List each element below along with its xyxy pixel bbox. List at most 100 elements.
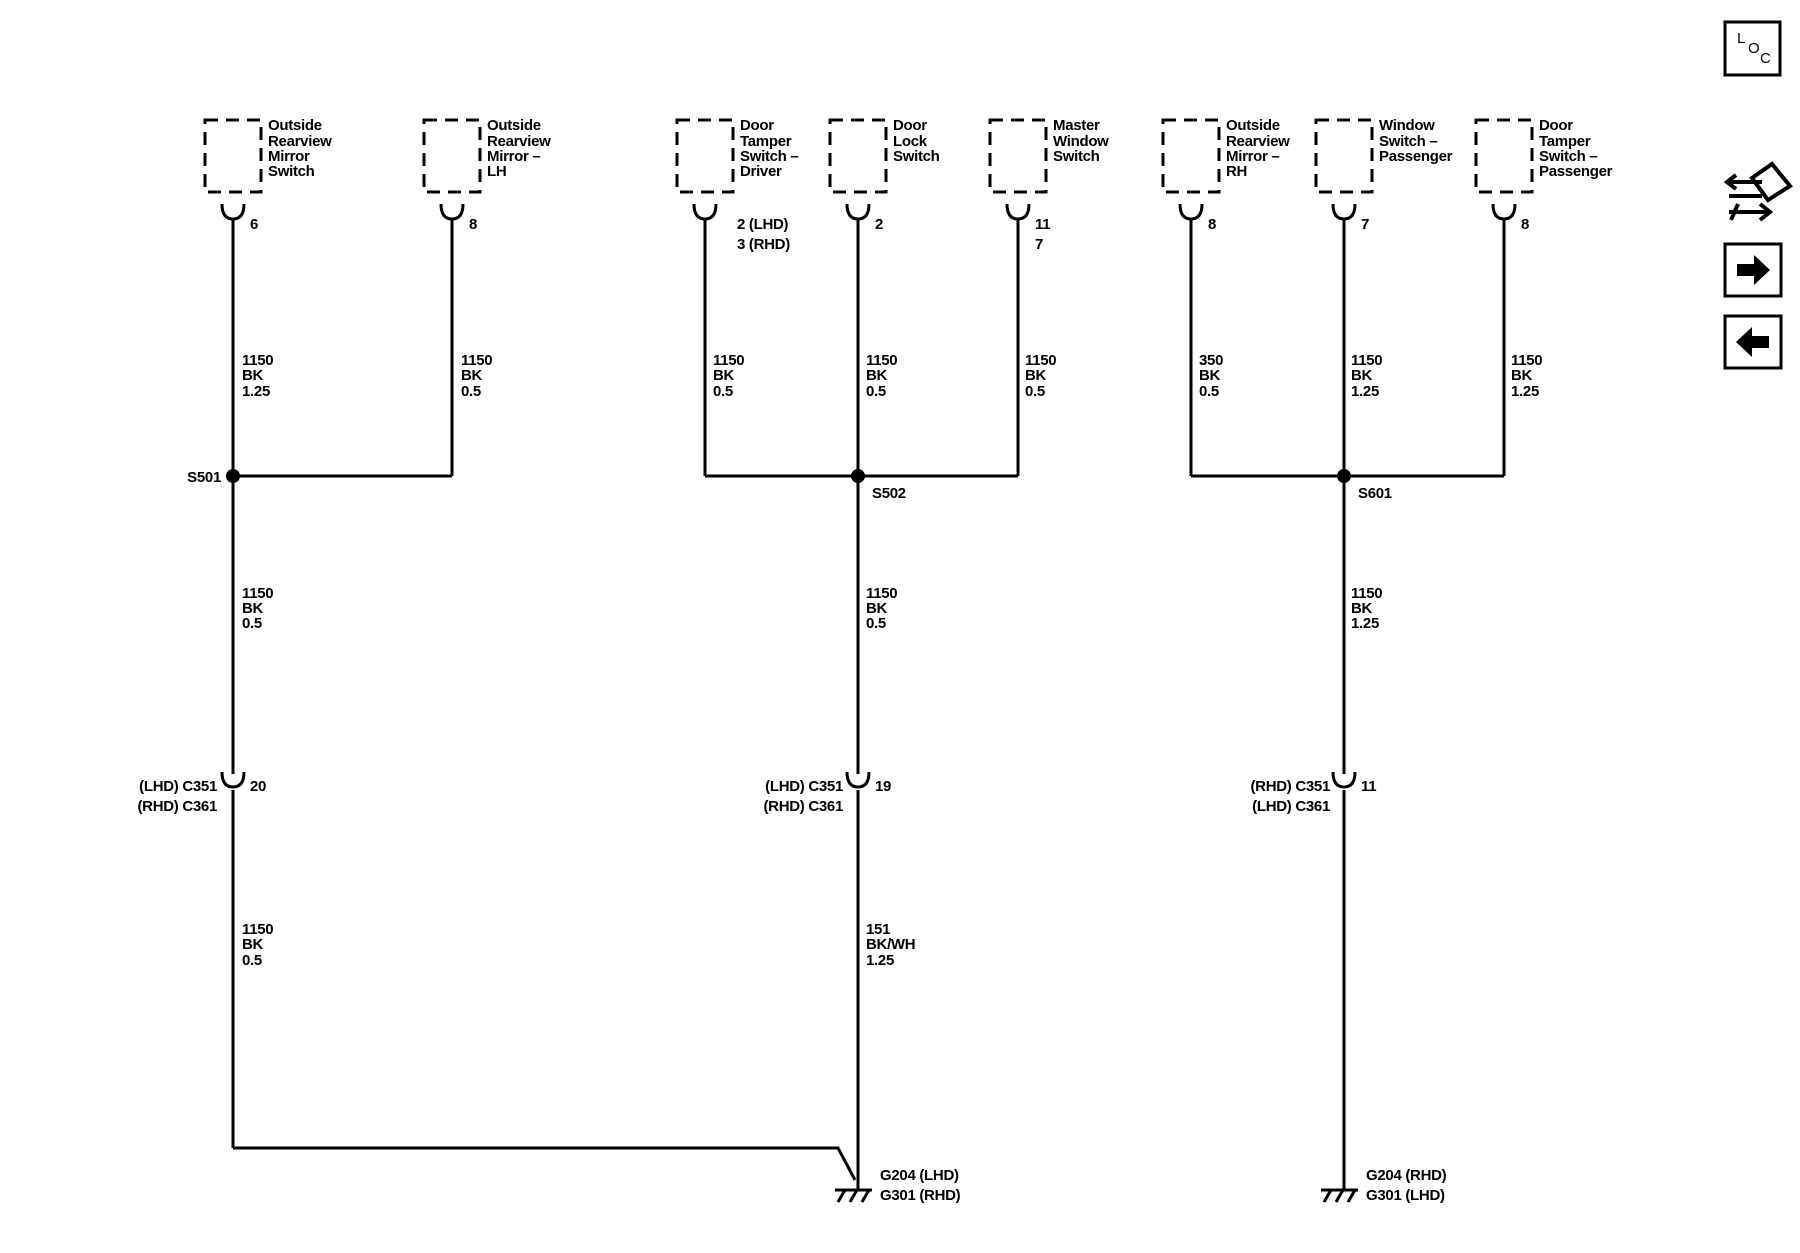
component-door-lock-switch[interactable]: Door Lock Switch xyxy=(828,117,940,194)
pin-label: 2 xyxy=(875,216,883,233)
connector-pin: 20 xyxy=(250,778,266,795)
pin-label: 6 xyxy=(250,216,258,233)
inline-connector-2[interactable]: (LHD) C351 (RHD) C361 19 xyxy=(763,760,891,815)
splice-dot-icon xyxy=(226,469,240,483)
terminal-fork-icon xyxy=(1491,203,1517,221)
wire-size: 0.5 xyxy=(866,383,886,400)
wire-label: 1150 BK 1.25 xyxy=(1351,352,1383,400)
component-label-line: Switch xyxy=(1053,148,1100,165)
wire[interactable] xyxy=(233,1146,857,1181)
harness-connector-button[interactable] xyxy=(1723,161,1793,222)
loc-button[interactable]: L O C xyxy=(1723,20,1782,77)
splice-s501[interactable]: S501 xyxy=(187,469,240,486)
loc-icon-letter: O xyxy=(1748,40,1760,57)
wire-circuit: 1150 xyxy=(461,352,492,369)
ground-g204-g301-lhd[interactable]: G204 (LHD) G301 (RHD) xyxy=(835,1167,961,1204)
component-box xyxy=(828,118,888,194)
terminal-fork-icon xyxy=(439,203,465,221)
wire-circuit: 1150 xyxy=(242,585,273,602)
previous-button-frame xyxy=(1723,314,1783,370)
wire-size: 1.25 xyxy=(1351,383,1379,400)
ground-label: G204 (LHD) xyxy=(880,1167,959,1184)
component-label-line: RH xyxy=(1226,163,1247,180)
component-label-line: Rearview xyxy=(487,133,551,150)
inline-connector-icon xyxy=(220,771,246,789)
wire-color: BK xyxy=(1199,367,1221,384)
wire-circuit: 1150 xyxy=(713,352,744,369)
arrow-right-icon xyxy=(1737,255,1770,285)
wire-label: 1150 BK 1.25 xyxy=(242,352,274,400)
ground-label: G301 (RHD) xyxy=(880,1187,961,1204)
component-outside-rearview-mirror-lh[interactable]: Outside Rearview Mirror – LH xyxy=(422,117,551,194)
component-label-line: Master xyxy=(1053,117,1100,134)
ground-icon xyxy=(860,1189,871,1203)
upper-wire-labels: 1150 BK 1.25 1150 BK 0.5 1150 BK 0.5 115… xyxy=(242,352,1543,400)
component-label-line: Window xyxy=(1053,133,1109,150)
component-box xyxy=(1161,118,1221,194)
wire-size: 0.5 xyxy=(1025,383,1045,400)
ground-g204-g301-rhd[interactable]: G204 (RHD) G301 (LHD) xyxy=(1321,1167,1447,1204)
wire-color: BK xyxy=(461,367,483,384)
wire-size: 0.5 xyxy=(1199,383,1219,400)
component-door-tamper-switch-driver[interactable]: Door Tamper Switch – Driver xyxy=(675,117,799,194)
inline-connector-icon xyxy=(845,771,871,789)
loc-icon-letter: C xyxy=(1760,50,1771,67)
component-label-line: Outside xyxy=(268,117,322,134)
wire-size: 0.5 xyxy=(242,952,262,969)
component-label-line: Driver xyxy=(740,163,782,180)
wire-circuit: 1150 xyxy=(242,352,273,369)
wire-color: BK xyxy=(1511,367,1533,384)
splice-s601[interactable]: S601 xyxy=(1337,469,1392,502)
component-connector-terminals xyxy=(220,203,1517,221)
previous-page-button[interactable] xyxy=(1723,314,1783,370)
component-label-line: Lock xyxy=(893,133,928,150)
splice-s502[interactable]: S502 xyxy=(851,469,906,502)
component-label-line: Rearview xyxy=(268,133,332,150)
pin-label: 8 xyxy=(469,216,477,233)
component-label-line: Door xyxy=(1539,117,1573,134)
next-page-button[interactable] xyxy=(1723,242,1783,298)
component-label-line: Mirror – xyxy=(1226,148,1279,165)
wire-size: 1.25 xyxy=(242,383,270,400)
ground-icon xyxy=(836,1189,847,1203)
connector-label: (LHD) C351 xyxy=(765,778,843,795)
wire-label: 1150 BK 0.5 xyxy=(1025,352,1057,400)
arrow-left-icon xyxy=(1736,327,1769,357)
component-label-line: Outside xyxy=(487,117,541,134)
connector-pin: 11 xyxy=(1361,778,1376,795)
component-box xyxy=(422,118,482,194)
lower-wire-labels: 1150 BK 0.5 151 BK/WH 1.25 xyxy=(242,921,916,969)
component-label-line: Passenger xyxy=(1379,148,1453,165)
component-window-switch-passenger[interactable]: Window Switch – Passenger xyxy=(1314,117,1453,194)
pin-label: 7 xyxy=(1035,236,1043,253)
component-label-line: Window xyxy=(1379,117,1435,134)
ground-icon xyxy=(1346,1189,1357,1203)
wire-color: BK xyxy=(242,600,264,617)
component-outside-rearview-mirror-rh[interactable]: Outside Rearview Mirror – RH xyxy=(1161,117,1290,194)
wire-label: 1150 BK 0.5 xyxy=(461,352,493,400)
wire-color: BK xyxy=(1025,367,1047,384)
splice-dot-icon xyxy=(851,469,865,483)
wire-label: 1150 BK 0.5 xyxy=(713,352,745,400)
component-door-tamper-switch-passenger[interactable]: Door Tamper Switch – Passenger xyxy=(1474,117,1613,194)
component-label-line: Switch xyxy=(893,148,940,165)
component-label-line: Rearview xyxy=(1226,133,1290,150)
wire-color: BK xyxy=(866,367,888,384)
wire-circuit: 1150 xyxy=(1351,585,1382,602)
component-label-line: Switch – xyxy=(1379,133,1437,150)
component-outside-rearview-mirror-switch[interactable]: Outside Rearview Mirror Switch xyxy=(203,117,332,194)
inline-connector-3[interactable]: (RHD) C351 (LHD) C361 11 xyxy=(1250,760,1377,815)
inline-connector-1[interactable]: (LHD) C351 (RHD) C361 20 xyxy=(137,760,266,815)
ground-label: G204 (RHD) xyxy=(1366,1167,1447,1184)
component-label-line: Door xyxy=(740,117,774,134)
component-master-window-switch[interactable]: Master Window Switch xyxy=(988,117,1109,194)
wire-circuit: 1150 xyxy=(242,921,273,938)
wire-circuit: 350 xyxy=(1199,352,1223,369)
splice-label: S502 xyxy=(872,485,906,502)
terminal-fork-icon xyxy=(1005,203,1031,221)
wire-label: 1150 BK 0.5 xyxy=(242,921,274,969)
component-label-line: Passenger xyxy=(1539,163,1613,180)
wire-color: BK xyxy=(866,600,888,617)
component-box xyxy=(675,118,735,194)
